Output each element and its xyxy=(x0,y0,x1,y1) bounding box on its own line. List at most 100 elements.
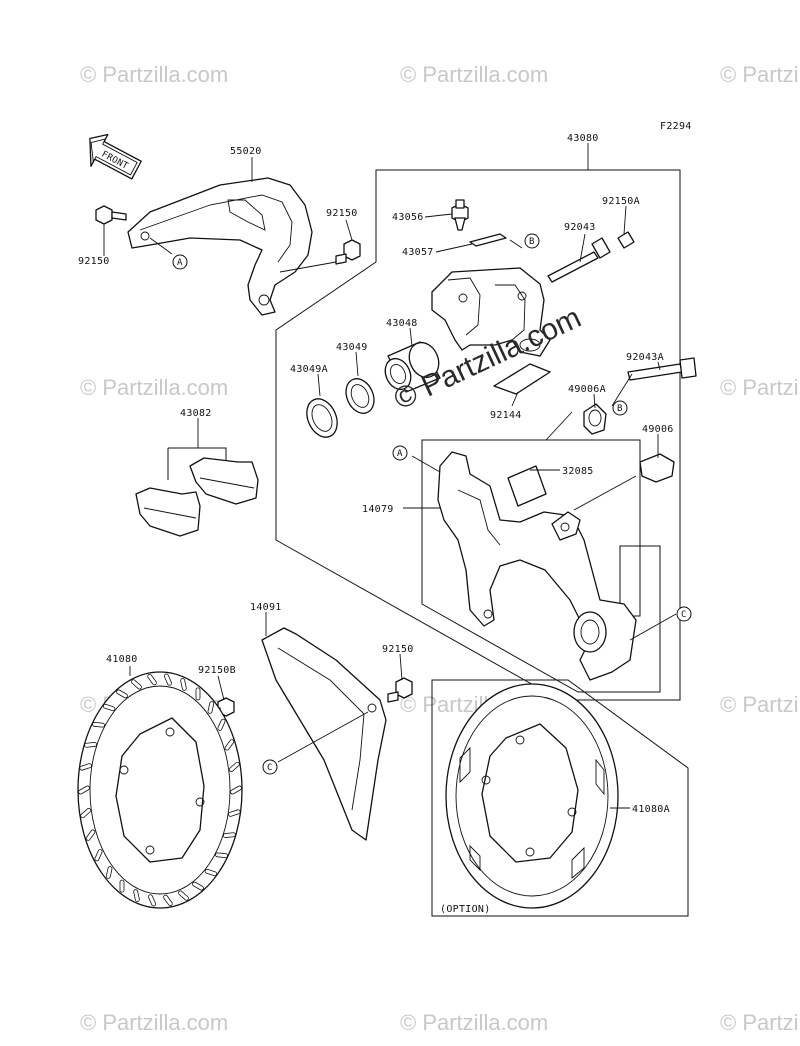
watermark: © Partzilla.com xyxy=(400,1010,548,1035)
disc-vent-slot xyxy=(224,739,235,751)
part-number-92150-top: 92150 xyxy=(326,208,358,219)
callout-a-lower: A xyxy=(392,445,408,461)
watermark: © Partzilla.com xyxy=(400,62,548,87)
disc-vent-slot xyxy=(85,829,96,841)
disc-vent-slot xyxy=(180,678,187,691)
bleed-valve-43056 xyxy=(451,199,469,231)
disc-vent-slot xyxy=(92,721,105,728)
callout-a-upper: A xyxy=(172,254,188,270)
cap-43057 xyxy=(469,233,507,247)
watermark: © Partzilla.com xyxy=(80,62,228,87)
part-number-92150-mid: 92150 xyxy=(382,644,414,655)
part-number-43082: 43082 xyxy=(180,408,212,419)
caliper-bracket-14079 xyxy=(437,451,637,681)
plug-92150a xyxy=(617,231,635,249)
disc-vent-slot xyxy=(217,718,226,731)
disc-vent-slot xyxy=(79,763,92,771)
assembly-43080-outline xyxy=(275,169,681,701)
part-number-92144: 92144 xyxy=(490,410,522,421)
caliper-body xyxy=(431,267,551,357)
boot-49006a xyxy=(583,403,607,435)
disc-vent-slot xyxy=(147,673,157,686)
bracket-sub-outline xyxy=(421,439,661,693)
piston-43048 xyxy=(384,341,441,393)
part-number-43056: 43056 xyxy=(392,212,424,223)
part-number-92150a: 92150A xyxy=(602,196,640,207)
disc-vent-slot xyxy=(228,809,241,817)
part-number-14091: 14091 xyxy=(250,602,282,613)
svg-text:C: C xyxy=(267,763,272,773)
callout-b-upper: B xyxy=(524,233,540,249)
disc-vent-slot xyxy=(163,673,172,686)
disc-vent-slot xyxy=(80,808,92,819)
spring-92144 xyxy=(493,363,551,395)
part-number-32085: 32085 xyxy=(562,466,594,477)
part-number-43049a: 43049A xyxy=(290,364,328,375)
pin-92043 xyxy=(547,237,611,283)
disc-vent-slot xyxy=(94,849,103,862)
disc-vent-slot xyxy=(119,879,125,893)
disc-vent-slot xyxy=(105,866,113,879)
disc-vent-slot xyxy=(178,890,189,901)
disc-vent-slot xyxy=(204,868,218,877)
pad-set-outline xyxy=(167,447,227,480)
part-number-55020: 55020 xyxy=(230,146,262,157)
svg-text:A: A xyxy=(397,449,403,459)
part-number-49006: 49006 xyxy=(642,424,674,435)
part-number-14079: 14079 xyxy=(362,504,394,515)
part-number-43080: 43080 xyxy=(567,133,599,144)
disc-guard-14091 xyxy=(261,627,387,841)
disc-vent-slot xyxy=(195,687,201,701)
part-number-92043a: 92043A xyxy=(626,352,664,363)
part-number-92043: 92043 xyxy=(564,222,596,233)
watermark: © Partzilla.com xyxy=(720,692,800,717)
part-number-92150b: 92150B xyxy=(198,665,236,676)
part-number-43057: 43057 xyxy=(402,247,434,258)
brake-pad-rear xyxy=(189,457,259,505)
disc-vent-slot xyxy=(116,689,128,699)
disc-vent-slot xyxy=(102,703,116,712)
pad-spring-32085 xyxy=(507,465,547,507)
bolt-92150-mid xyxy=(387,677,413,703)
option-box xyxy=(431,679,689,917)
pin-92043a xyxy=(627,357,697,381)
part-number-49006a: 49006A xyxy=(568,384,606,395)
disc-vent-slot xyxy=(230,785,242,795)
part-number-41080a: 41080A xyxy=(632,804,670,815)
disc-vent-slot xyxy=(131,679,142,690)
caliper-guard-55020 xyxy=(127,177,313,316)
watermark: © Partzilla.com xyxy=(720,1010,800,1035)
svg-text:B: B xyxy=(617,404,622,414)
seal-43049a xyxy=(306,398,338,438)
disc-vent-slot xyxy=(78,785,90,795)
figure-code: F2294 xyxy=(660,121,692,132)
callout-b-lower: B xyxy=(612,400,628,416)
front-direction-arrow: FRONT xyxy=(89,133,142,180)
disc-vent-slot xyxy=(133,889,140,902)
callout-c-left: C xyxy=(262,759,278,775)
brake-disc-41080 xyxy=(77,671,243,909)
brake-pad-front xyxy=(135,487,201,537)
disc-vent-slot xyxy=(163,894,173,907)
seal-43049 xyxy=(345,378,375,414)
bolt-92150-left xyxy=(95,205,127,225)
watermark: © Partzilla.com xyxy=(720,62,800,87)
watermark: © Partzilla.com xyxy=(80,1010,228,1035)
disc-vent-slot xyxy=(207,701,215,714)
part-labels: 55020 43080 92150 92150 43056 43057 9215… xyxy=(78,133,674,915)
svg-text:A: A xyxy=(177,258,183,268)
disc-vent-slot xyxy=(215,852,228,859)
part-number-41080: 41080 xyxy=(106,654,138,665)
leader-lines xyxy=(103,143,677,809)
watermark: © Partzilla.com xyxy=(80,375,228,400)
callout-c-right: C xyxy=(676,606,692,622)
disc-vent-slot xyxy=(228,761,240,772)
disc-vent-slot xyxy=(223,832,236,838)
brake-disc-41080a xyxy=(445,683,619,909)
disc-vent-slots xyxy=(78,673,242,907)
disc-vent-slot xyxy=(192,881,204,891)
part-number-92150-left: 92150 xyxy=(78,256,110,267)
boot-49006 xyxy=(639,453,675,483)
